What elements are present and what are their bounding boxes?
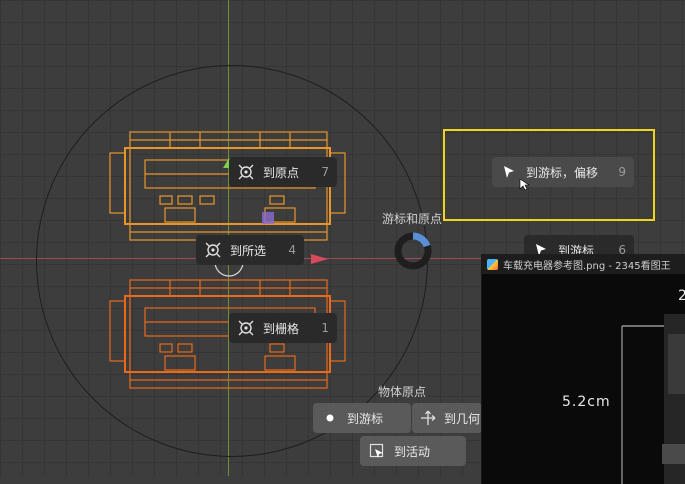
arrow-cursor-icon [500, 163, 518, 181]
reference-image-drawing [621, 314, 685, 484]
origin-to-active-label: 到活动 [394, 444, 431, 459]
origin-to-geometry-button[interactable]: 到几何中 [412, 403, 492, 433]
snap-target-icon [237, 319, 255, 337]
to-origin-button[interactable]: 到原点 7 [229, 157, 337, 187]
to-grid-button[interactable]: 到栅格 1 [229, 313, 337, 343]
move-arrows-icon [420, 409, 436, 427]
to-cursor-offset-button[interactable]: 到游标，偏移 9 [492, 157, 634, 187]
origin-to-cursor-button[interactable]: 到游标 [313, 403, 411, 433]
arrow-cursor-icon [532, 241, 550, 259]
highlight-box [443, 129, 655, 221]
to-selected-label: 到所选 [230, 243, 267, 258]
image-viewer-title: 车载充电器参考图.png - 2345看图王 [503, 260, 671, 272]
origin-to-cursor-label: 到游标 [347, 411, 384, 426]
to-cursor-offset-label: 到游标，偏移 [526, 165, 599, 180]
select-active-icon [368, 442, 386, 460]
to-grid-label: 到栅格 [263, 321, 300, 336]
to-cursor-shortcut: 6 [618, 243, 626, 257]
image-viewer-titlebar[interactable]: 车载充电器参考图.png - 2345看图王 [482, 254, 685, 274]
to-selected-shortcut: 4 [288, 243, 296, 257]
origin-to-active-button[interactable]: 到活动 [360, 436, 466, 466]
to-origin-shortcut: 7 [321, 165, 329, 179]
image-viewer-window[interactable]: 车载充电器参考图.png - 2345看图王 5.2cm 2 [481, 254, 685, 484]
to-cursor-offset-shortcut: 9 [618, 165, 626, 179]
snap-target-icon [204, 241, 222, 259]
snap-target-icon [237, 163, 255, 181]
pie-menu-title: 游标和原点 [382, 212, 443, 226]
to-grid-shortcut: 1 [321, 321, 329, 335]
edge-digit: 2 [678, 288, 685, 304]
mouse-pointer-icon [519, 178, 530, 191]
to-selected-button[interactable]: 到所选 4 [196, 235, 304, 265]
origin-to-geometry-label: 到几何中 [444, 411, 493, 426]
image-viewer-canvas: 5.2cm 2 [482, 274, 685, 484]
pie-center-ring [394, 232, 432, 270]
dot-icon [321, 409, 339, 427]
image-viewer-app-icon [487, 258, 498, 270]
dimension-label: 5.2cm [562, 394, 611, 410]
to-origin-label: 到原点 [263, 165, 300, 180]
object-origin-title: 物体原点 [378, 385, 427, 399]
